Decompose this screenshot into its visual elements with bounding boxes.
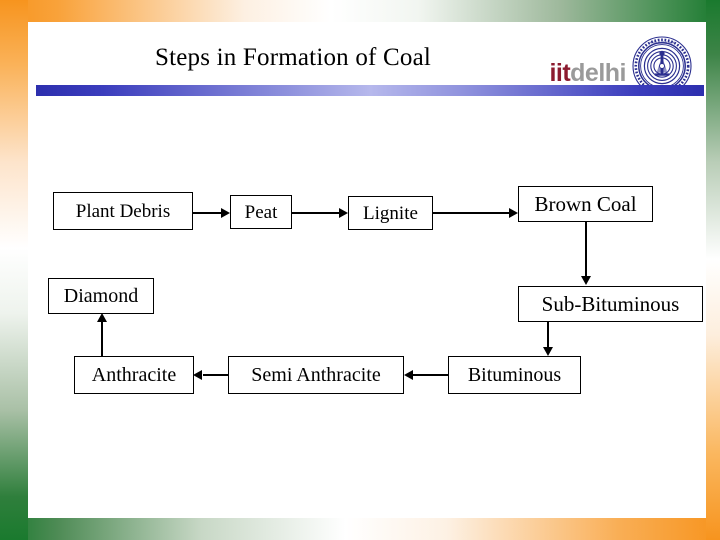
flow-node-plant-debris[interactable]: Plant Debris: [53, 192, 193, 230]
slide-title: Steps in Formation of Coal: [154, 44, 432, 71]
brand-wordmark: iitdelhi: [549, 58, 626, 87]
brand-wordmark-iit: iit: [549, 58, 571, 87]
flow-arrowhead-peat: [221, 208, 230, 218]
flow-edge-lignite-to-brown-coal: [433, 212, 510, 214]
flow-node-lignite[interactable]: Lignite: [348, 196, 433, 230]
flow-node-bituminous[interactable]: Bituminous: [448, 356, 581, 394]
frame-border-top: [0, 0, 720, 22]
flow-edge-peat-to-lignite: [292, 212, 340, 214]
flow-arrowhead-sub-bituminous: [581, 276, 591, 285]
frame-border-right: [706, 0, 720, 540]
flow-node-anthracite[interactable]: Anthracite: [74, 356, 194, 394]
coal-formation-flowchart: Plant Debris Peat Lignite Brown Coal Dia…: [28, 96, 706, 516]
flow-arrowhead-semi-anthracite: [404, 370, 413, 380]
flow-edge-brown-coal-to-sub-bituminous: [585, 222, 587, 277]
title-divider-bar: [36, 85, 704, 96]
flow-node-sub-bituminous[interactable]: Sub-Bituminous: [518, 286, 703, 322]
flow-edge-sub-bituminous-to-bituminous: [547, 322, 549, 348]
slide-canvas: Steps in Formation of Coal iitdelhi: [28, 22, 706, 518]
flow-arrowhead-brown-coal: [509, 208, 518, 218]
flow-edge-plant-debris-to-peat: [193, 212, 222, 214]
brand-wordmark-delhi: delhi: [570, 58, 626, 87]
flow-node-brown-coal[interactable]: Brown Coal: [518, 186, 653, 222]
flow-node-peat[interactable]: Peat: [230, 195, 292, 229]
flow-arrowhead-anthracite: [193, 370, 202, 380]
flow-edge-anthracite-to-diamond: [101, 321, 103, 357]
svg-text:भारतीय प्रौद्योगिकी संस्थान: भारतीय प्रौद्योगिकी संस्थान: [650, 40, 675, 44]
flow-arrowhead-bituminous: [543, 347, 553, 356]
flow-edge-bituminous-to-semi-anthracite: [413, 374, 449, 376]
flow-node-semi-anthracite[interactable]: Semi Anthracite: [228, 356, 404, 394]
flow-arrowhead-lignite: [339, 208, 348, 218]
flow-edge-semi-anthracite-to-anthracite: [203, 374, 229, 376]
frame-border-left: [0, 0, 28, 540]
frame-border-bottom: [0, 518, 720, 540]
flow-node-diamond[interactable]: Diamond: [48, 278, 154, 314]
flow-arrowhead-diamond: [97, 313, 107, 322]
